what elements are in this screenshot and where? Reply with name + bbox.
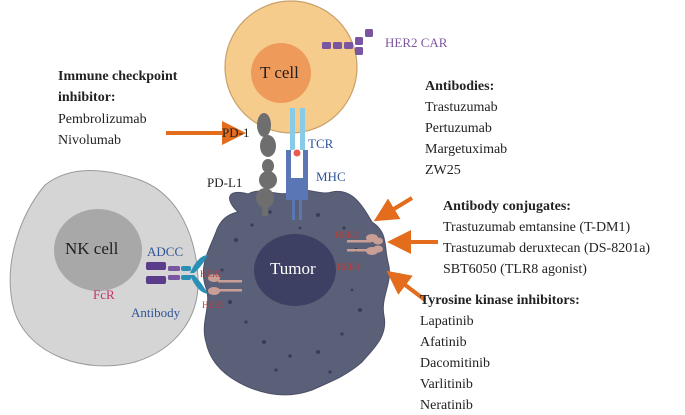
pdl1-label: PD-L1 xyxy=(207,175,243,190)
antibody-drug: ZW25 xyxy=(425,163,461,178)
conjugate-drug: Trastuzumab deruxtecan (DS-8201a) xyxy=(443,241,651,256)
adcc-antibody xyxy=(181,255,208,294)
checkpoint-drug: Nivolumab xyxy=(58,133,121,148)
checkpoint-drug: Pembrolizumab xyxy=(58,112,147,127)
her2-left-label: HER2 xyxy=(200,269,223,279)
checkpoint-title-line2: inhibitor: xyxy=(58,90,116,105)
tumor-nucleus xyxy=(254,234,336,306)
antibody-label: Antibody xyxy=(131,305,181,320)
tcr-label: TCR xyxy=(308,136,334,151)
checkpoint-title-line1: Immune checkpoint xyxy=(58,69,178,84)
her2-car-receptor xyxy=(322,29,373,55)
arrow-tki xyxy=(386,270,427,302)
antibody-drug: Trastuzumab xyxy=(425,100,498,115)
t-cell-label: T cell xyxy=(260,63,299,82)
tki-drug: Lapatinib xyxy=(420,314,474,329)
mhc-molecule xyxy=(286,150,308,220)
tki-drug: Dacomitinib xyxy=(420,356,490,371)
tki-drug: Neratinib xyxy=(420,398,473,413)
antibody-drug: Margetuximab xyxy=(425,142,508,157)
antibodies-title: Antibodies: xyxy=(425,79,495,94)
pd1-label: PD-1 xyxy=(222,125,250,140)
nk-cell-nucleus xyxy=(54,209,142,291)
her2-right-label: HER2 xyxy=(335,230,358,240)
nk-cell-label: NK cell xyxy=(65,239,119,258)
nk-cell xyxy=(9,170,199,367)
her-receptors-left xyxy=(208,274,242,295)
tumor-granules xyxy=(220,210,362,374)
her3-left-label: HER3 xyxy=(202,300,225,310)
tumor-cell xyxy=(202,189,390,396)
t-cell-nucleus xyxy=(251,43,311,103)
mhc-label: MHC xyxy=(316,169,346,184)
conjugate-drug: Trastuzumab emtansine (T-DM1) xyxy=(443,220,631,235)
arrow-antibodies xyxy=(373,196,414,222)
tki-title: Tyrosine kinase inhibitors: xyxy=(420,293,580,308)
adcc-label: ADCC xyxy=(147,244,184,259)
pd1-receptor xyxy=(257,113,276,173)
tki-drug: Afatinib xyxy=(420,335,467,350)
her-receptors-right xyxy=(347,234,383,255)
pdl1-ligand xyxy=(256,171,277,216)
conjugate-drug: SBT6050 (TLR8 agonist) xyxy=(443,262,587,277)
antibody-drug: Pertuzumab xyxy=(425,121,492,136)
her3-right-label: HER3 xyxy=(337,262,360,272)
fcr-label: FcR xyxy=(93,287,115,302)
tcr-receptor xyxy=(290,108,305,158)
fcr-receptor xyxy=(146,262,180,284)
her2-car-label: HER2 CAR xyxy=(385,35,448,50)
tumor-label: Tumor xyxy=(270,259,316,278)
conjugates-title: Antibody conjugates: xyxy=(443,199,571,214)
therapy-arrows xyxy=(166,121,438,302)
tki-drug: Varlitinib xyxy=(420,377,473,392)
